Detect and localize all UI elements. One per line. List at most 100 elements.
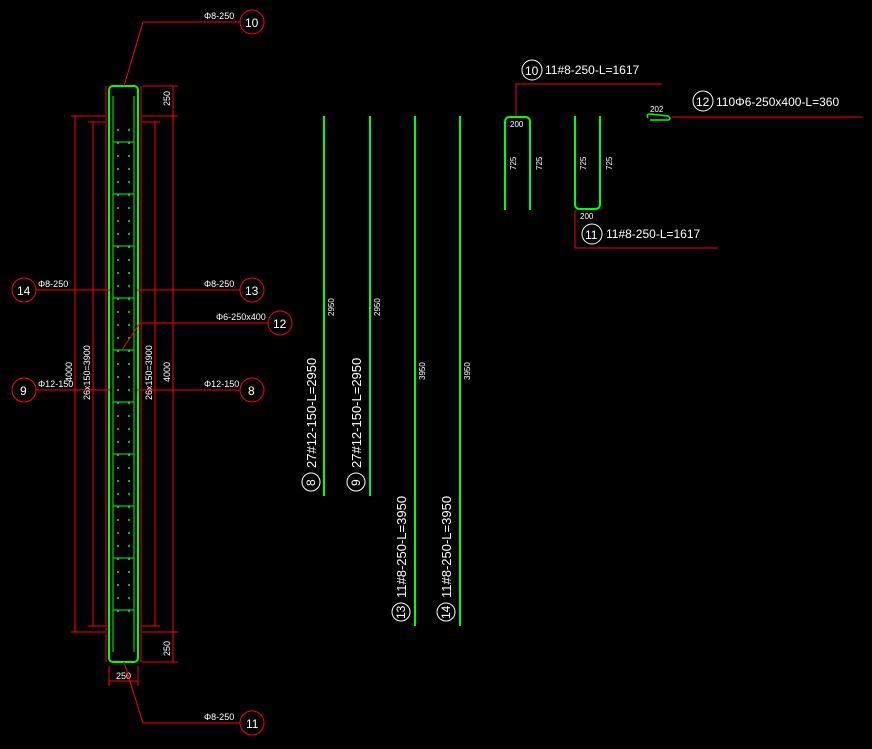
bar-dot [117,454,119,456]
hook-11-leg-right: 725 [605,156,614,170]
bar-dot [117,376,119,378]
bar-dot [117,246,119,248]
bar-dot [117,155,119,157]
callout-12: Φ6-250x400 12 [121,310,293,351]
bar-dot [128,259,130,261]
bar-dot [117,272,119,274]
bar-dot [117,493,119,495]
bar-dot [128,363,130,365]
dim-top-cover: 250 [162,91,172,106]
bar-14: 3950 14 11#8-250-L=3950 [436,116,472,626]
column-elevation [105,85,142,663]
bar-dot [128,220,130,222]
bar-dot [128,155,130,157]
bar-dot [128,168,130,170]
bar-dot [117,480,119,482]
hook-10-leg-right: 725 [535,156,544,170]
callout-9: Φ12-150 9 [11,377,110,403]
bar-dot [128,610,130,612]
bar-dot [117,350,119,352]
bar-dot [128,415,130,417]
bar-dot [117,467,119,469]
bar-dot [128,428,130,430]
bar-dot [117,389,119,391]
hook-bar-10: 10 11#8-250-L=1617 200 725 725 [504,59,662,210]
bar-13: 3950 13 11#8-250-L=3950 [391,116,427,626]
bar-dot [117,142,119,144]
bar-dot [117,610,119,612]
bar-dot [117,519,119,521]
callout-11: Φ8-250 11 [123,661,265,736]
bar-9-length: 2950 [373,298,382,316]
bar-dot [128,571,130,573]
bar-dot [128,324,130,326]
callout-10-text: Φ8-250 [204,11,234,21]
bar-dot [128,142,130,144]
bar-dot [128,545,130,547]
bar-dots [117,129,130,612]
bar-dot [128,454,130,456]
column-outline [108,85,139,663]
dimension-lines [71,85,178,686]
hook-10-top: 200 [510,120,524,129]
bar-dot [128,272,130,274]
bar-dot [128,597,130,599]
bar-dot [117,207,119,209]
hook-bar-12: 12 110Φ6-250x400-L=360 202 [646,90,862,121]
bar-8-schedule: 27#12-150-L=2950 [304,358,319,468]
bar-dot [117,168,119,170]
bar-dot [128,298,130,300]
callout-9-text: Φ12-150 [38,379,73,389]
bar-dot [128,506,130,508]
bar-dot [117,415,119,417]
dim-total-right: 4000 [162,362,172,382]
bar-dot [128,129,130,131]
bar-dot [117,298,119,300]
bar-14-mark: 14 [439,605,453,619]
bar-13-schedule: 11#8-250-L=3950 [394,496,409,598]
bar-dot [117,233,119,235]
hook-12-mark: 12 [696,95,710,109]
callout-8-mark: 8 [248,384,255,398]
bar-dot [128,584,130,586]
bar-8-length: 2950 [327,298,336,316]
bar-dot [128,467,130,469]
hook-10-leg-left: 725 [509,156,518,170]
hook-12-schedule: 110Φ6-250x400-L=360 [716,95,839,109]
bar-dot [117,285,119,287]
bar-dot [128,519,130,521]
bar-13-length: 3950 [418,362,427,380]
hook-11-leg-left: 725 [579,156,588,170]
bar-dot [117,532,119,534]
bar-dot [128,207,130,209]
bar-8-mark: 8 [304,479,318,486]
callout-12-mark: 12 [273,317,287,331]
bar-dot [128,246,130,248]
callout-13: Φ8-250 13 [137,277,265,303]
bar-dot [117,129,119,131]
callout-11-text: Φ8-250 [204,712,234,722]
bar-dot [117,220,119,222]
hook-11-bottom: 200 [580,212,594,221]
bar-dot [117,506,119,508]
bar-9: 2950 9 27#12-150-L=2950 [346,116,382,496]
bar-dot [128,402,130,404]
bar-dot [117,584,119,586]
bar-dot [128,532,130,534]
bar-14-schedule: 11#8-250-L=3950 [439,496,454,598]
bar-dot [117,194,119,196]
bar-dot [128,376,130,378]
bar-dot [128,558,130,560]
bar-dot [128,285,130,287]
bar-dot [128,389,130,391]
bar-dot [128,441,130,443]
callout-14-mark: 14 [17,284,31,298]
bar-dot [117,181,119,183]
bar-9-mark: 9 [349,479,363,486]
callout-14-text: Φ8-250 [38,279,68,289]
bar-dot [128,311,130,313]
callout-8: Φ12-150 8 [137,377,265,403]
bar-dot [117,597,119,599]
bar-dot [117,324,119,326]
